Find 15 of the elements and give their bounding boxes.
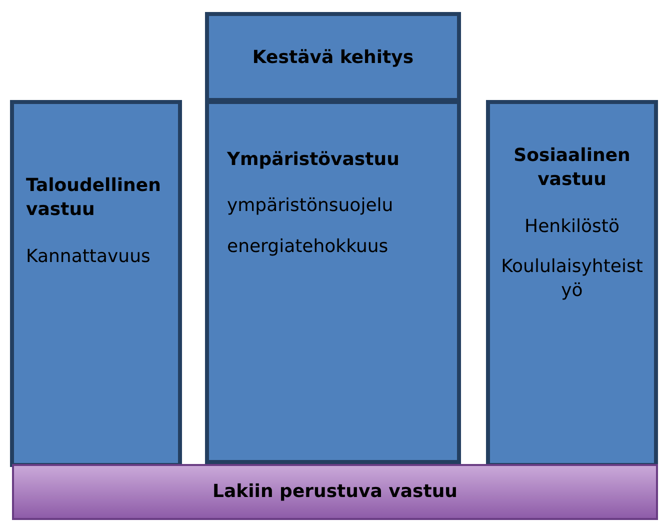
pillar-heading: Taloudellinen vastuu <box>26 174 162 222</box>
pillar-box <box>10 100 182 467</box>
pillar-box <box>205 100 461 464</box>
band-title: Kestävä kehitys <box>251 46 415 70</box>
pillar-box <box>486 100 658 467</box>
pillar-text: Kannattavuus <box>26 244 152 269</box>
pillar-heading: Sosiaalinen vastuu <box>512 144 632 192</box>
heading-box <box>205 12 461 102</box>
pillar-heading: Ympäristövastuu <box>227 148 400 172</box>
pillar-text: energiatehokkuus <box>227 234 390 259</box>
pillar-text: Henkilöstö <box>524 214 620 239</box>
pillar-text: Koululaisyhteistyö <box>500 254 644 304</box>
foundation-band <box>12 464 658 520</box>
band-title: Lakiin perustuva vastuu <box>212 480 458 504</box>
pillar-text: ympäristönsuojelu <box>227 194 394 218</box>
